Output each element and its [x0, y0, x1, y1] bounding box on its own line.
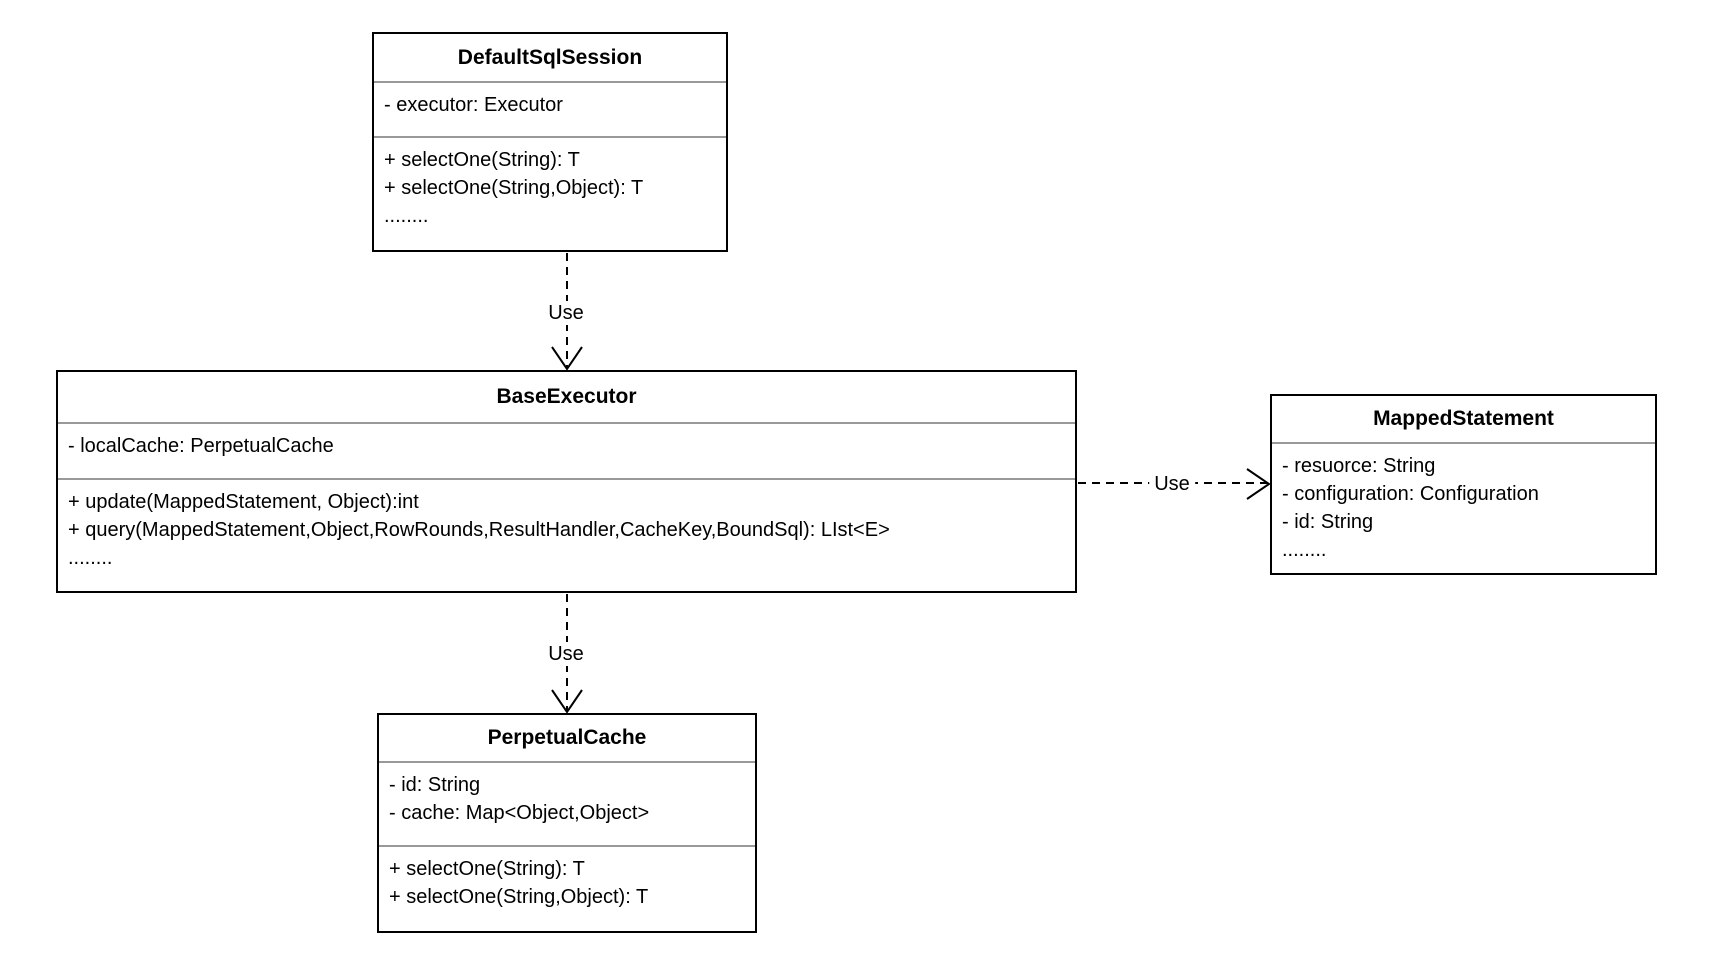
class-title: PerpetualCache	[487, 726, 647, 749]
attributes-compartment: - resuorce: String - configuration: Confi…	[1272, 442, 1655, 573]
member-line: + update(MappedStatement, Object):int	[68, 491, 419, 513]
open-arrowhead-right-icon	[1246, 468, 1271, 500]
class-box-baseexecutor: BaseExecutor - localCache: PerpetualCach…	[56, 370, 1077, 593]
open-arrowhead-down-icon	[551, 346, 583, 371]
class-title: DefaultSqlSession	[457, 45, 643, 69]
member-line: + selectOne(String): T	[384, 149, 580, 171]
member-line: + selectOne(String,Object): T	[389, 886, 649, 908]
member-line: + selectOne(String): T	[389, 858, 585, 880]
class-title: MappedStatement	[1373, 407, 1554, 430]
class-box-perpetualcache: PerpetualCache - id: String - cache: Map<…	[377, 713, 757, 933]
use-label: Use	[1149, 472, 1195, 496]
methods-compartment: + selectOne(String): T + selectOne(String…	[379, 845, 755, 931]
member-line: - configuration: Configuration	[1282, 483, 1539, 505]
member-line: + selectOne(String,Object): T	[384, 177, 644, 199]
attributes-compartment: - localCache: PerpetualCache	[58, 422, 1075, 478]
member-line: - resuorce: String	[1282, 455, 1436, 477]
open-arrowhead-down-icon	[551, 689, 583, 714]
member-line: ........	[384, 205, 429, 227]
member-line: - id: String	[389, 774, 481, 796]
member-line: ........	[1282, 539, 1327, 561]
member-line: - id: String	[1282, 511, 1374, 533]
attributes-compartment: - executor: Executor	[374, 81, 726, 136]
use-label: Use	[543, 642, 589, 666]
methods-compartment: + update(MappedStatement, Object):int + q…	[58, 478, 1075, 591]
use-label: Use	[543, 301, 589, 325]
class-title: BaseExecutor	[496, 385, 637, 408]
attributes-compartment: - id: String - cache: Map<Object,Object>	[379, 761, 755, 845]
member-line: + query(MappedStatement,Object,RowRounds…	[68, 519, 890, 541]
member-line: ........	[68, 547, 113, 569]
methods-compartment: + selectOne(String): T + selectOne(String…	[374, 136, 726, 250]
member-line: - localCache: PerpetualCache	[68, 435, 334, 457]
class-box-defaultsqlsession: DefaultSqlSession - executor: Executor +…	[372, 32, 728, 252]
class-box-mappedstatement: MappedStatement - resuorce: String - conf…	[1270, 394, 1657, 575]
member-line: - cache: Map<Object,Object>	[389, 802, 650, 824]
member-line: - executor: Executor	[384, 94, 563, 116]
